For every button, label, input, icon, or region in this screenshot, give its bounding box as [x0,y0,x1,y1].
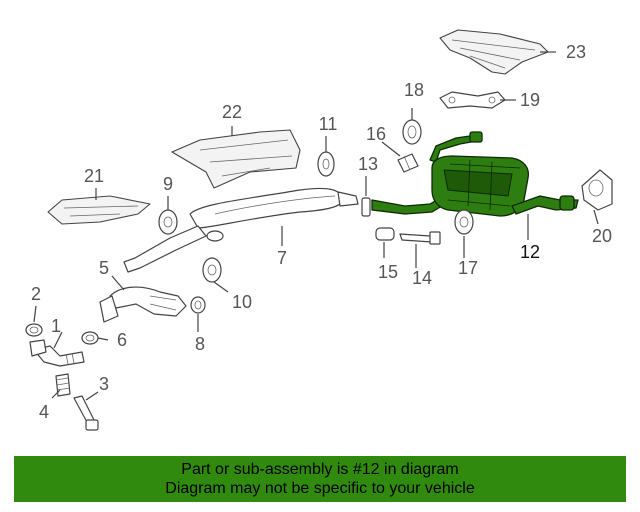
part-18-insulator[interactable] [402,119,422,145]
part-6-gasket[interactable] [81,331,99,345]
part-10-insulator[interactable] [202,257,222,283]
part-20-finisher[interactable] [581,169,613,211]
part-23-heat-shield[interactable] [439,29,549,75]
banner-line-2: Diagram may not be specific to your vehi… [165,480,475,497]
callout-7: 7 [277,248,287,268]
callout-10: 10 [232,292,252,312]
part-5-front-pipe[interactable] [99,286,187,323]
callout-18: 18 [404,80,424,100]
callout-9: 9 [163,174,173,194]
part-16-hanger[interactable] [397,153,419,173]
part-13-gasket[interactable] [361,197,371,217]
callout-17: 17 [458,258,478,278]
callout-4: 4 [39,402,49,422]
callout-20: 20 [592,226,612,246]
callout-11: 11 [319,114,338,134]
part-7-center-pipe[interactable] [123,187,359,273]
callout-13: 13 [358,154,378,174]
exhaust-diagram: 1 2 3 4 5 6 7 8 9 10 11 12 13 14 15 16 1… [25,29,613,431]
part-2-gasket[interactable] [25,323,43,337]
callout-8: 8 [195,334,205,354]
part-11-insulator[interactable] [317,151,335,177]
callout-19: 19 [520,90,540,110]
callout-12: 12 [520,242,540,262]
part-9-insulator[interactable] [158,209,178,235]
part-22-heat-shield[interactable] [171,129,301,189]
callout-14: 14 [412,268,432,288]
callout-6: 6 [117,330,127,350]
leader-lines [33,51,599,401]
part-14-bolt[interactable] [399,231,441,245]
callout-2: 2 [31,284,41,304]
part-1-flex-pipe[interactable] [29,339,85,367]
part-8-gasket[interactable] [190,296,206,314]
part-19-hanger-bracket[interactable] [439,91,506,109]
callout-22: 22 [222,102,242,122]
callout-labels: 1 2 3 4 5 6 7 8 9 10 11 12 13 14 15 16 1… [31,42,612,422]
callout-1: 1 [51,316,61,336]
part-21-heat-shield[interactable] [47,195,151,225]
callout-23: 23 [566,42,586,62]
part-15-gasket[interactable] [375,227,395,241]
part-12-muffler-assembly[interactable] [371,131,579,217]
part-3-bolt[interactable] [73,395,99,431]
callout-15: 15 [378,262,398,282]
callout-16: 16 [366,124,386,144]
callout-3: 3 [99,374,109,394]
banner-line-1: Part or sub-assembly is #12 in diagram [181,461,459,478]
callout-5: 5 [99,258,109,278]
callout-21: 21 [84,166,104,186]
part-17-insulator[interactable] [454,209,474,235]
part-info-banner: Part or sub-assembly is #12 in diagram D… [14,456,626,502]
